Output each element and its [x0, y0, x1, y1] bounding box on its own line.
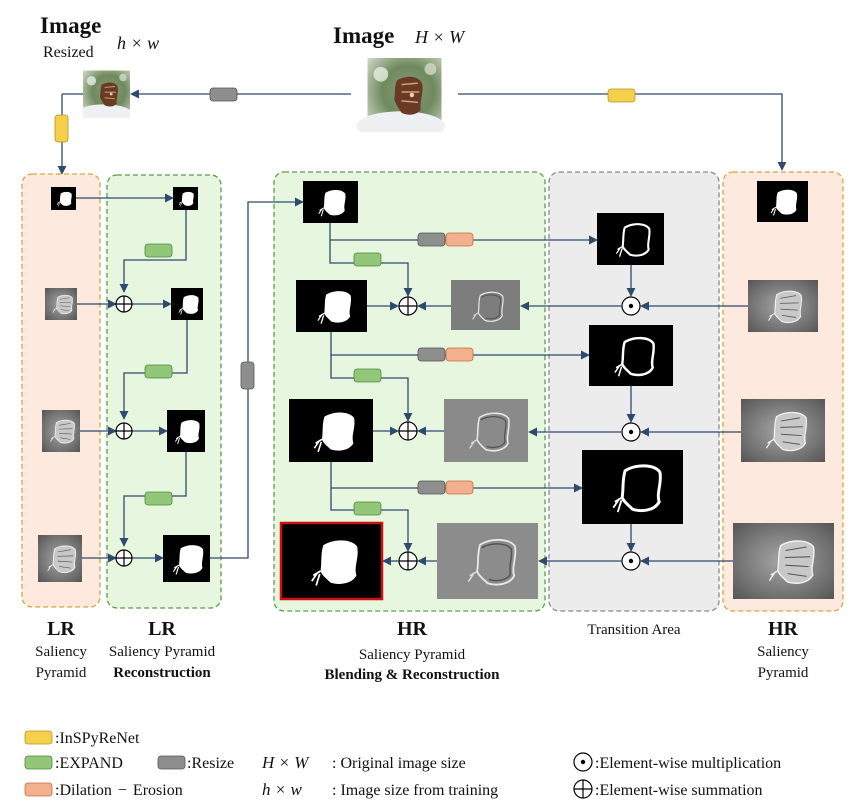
expand-box-hr-1	[353, 252, 382, 267]
legend-mult-label: :Element-wise multiplication	[595, 755, 781, 772]
label-lr-pyramid-heading: LR	[47, 618, 75, 640]
transition-map-2	[589, 325, 673, 386]
hr-laplacian-3	[437, 523, 538, 599]
resized-image-title: Image Resized h × w	[40, 13, 159, 61]
hr-pyramid-level-4	[733, 523, 834, 599]
lr-reconstruction-panel	[106, 174, 222, 609]
inspyrenet-op-box-lr	[54, 114, 69, 143]
full-image-size: H × W	[414, 27, 466, 47]
label-hr-blending: HR Saliency Pyramid Blending & Reconstru…	[324, 618, 500, 683]
lr-pyramid-level-4	[38, 535, 82, 582]
full-image-word: Image	[333, 23, 394, 48]
legend-inspyrenet-label: :InSPyReNet	[55, 730, 140, 747]
expand-box-lr-3	[144, 491, 173, 506]
hr-laplacian-1	[451, 280, 520, 330]
legend-dilation-text: :Dilation	[55, 782, 112, 799]
legend-orig-size-text: : Original image size	[332, 755, 466, 772]
legend-train-size-text: : Image size from training	[332, 782, 498, 799]
legend-resize-swatch	[157, 755, 186, 770]
legend-erosion-text: Erosion	[133, 782, 183, 799]
dilation-erosion-box-hr-1	[445, 232, 474, 247]
label-transition-line1: Transition Area	[587, 622, 681, 638]
full-image-title: Image H × W	[333, 23, 466, 48]
lr-recon-map-1	[173, 187, 198, 210]
hr-recon-map-3	[289, 399, 373, 462]
legend-expand-label: :EXPAND	[55, 755, 123, 772]
legend-inspyrenet-swatch	[24, 730, 53, 745]
sum-op-hr-2	[398, 421, 418, 441]
label-lr-recon-line2: Reconstruction	[113, 665, 211, 681]
mult-op-2	[621, 422, 641, 442]
resized-image-word: Image	[40, 13, 101, 38]
hr-pyramid-level-1	[757, 181, 808, 222]
lr-pyramid-level-1	[51, 187, 76, 210]
expand-box-lr-1	[144, 243, 173, 258]
legend-resize-label: :Resize	[187, 755, 234, 772]
label-lr-pyramid: LR Saliency Pyramid	[35, 618, 87, 681]
sum-op-hr-3	[398, 551, 418, 571]
full-input-image	[355, 58, 447, 132]
hr-final-map	[279, 521, 384, 601]
label-transition: Transition Area	[587, 622, 681, 638]
mult-op-3	[621, 551, 641, 571]
sum-op-lr-1	[115, 295, 133, 313]
sum-op-lr-3	[115, 549, 133, 567]
expand-box-lr-2	[144, 364, 173, 379]
lr-pyramid-level-2	[45, 288, 77, 320]
expand-box-hr-2	[353, 368, 382, 383]
resized-input-image	[83, 70, 130, 118]
mult-op-1	[621, 296, 641, 316]
label-hr-pyramid-heading: HR	[768, 618, 799, 640]
hr-pyramid-level-2	[748, 280, 818, 332]
inspyrenet-op-box-hr	[607, 88, 636, 103]
legend-mult-symbol	[573, 752, 593, 772]
resized-image-sub: Resized	[43, 44, 94, 61]
legend-expand-swatch	[24, 755, 53, 770]
label-hr-blending-line1: Saliency Pyramid	[359, 647, 466, 663]
legend-orig-size-symbol: H × W	[261, 753, 310, 772]
resize-op-box	[209, 87, 238, 102]
transition-map-3	[582, 450, 683, 524]
lr-pyramid-panel	[21, 173, 101, 608]
label-lr-pyramid-line1: Saliency	[35, 644, 87, 660]
label-lr-recon-heading: LR	[148, 618, 176, 640]
sum-op-lr-2	[115, 422, 133, 440]
lr-pyramid-level-3	[42, 410, 80, 452]
label-lr-reconstruction: LR Saliency Pyramid Reconstruction	[109, 618, 216, 681]
hr-laplacian-2	[444, 399, 528, 462]
resized-image-size: h × w	[117, 33, 159, 53]
legend-sum-symbol	[573, 779, 593, 799]
label-lr-recon-line1: Saliency Pyramid	[109, 644, 216, 660]
dilation-erosion-box-hr-3	[445, 480, 474, 495]
label-lr-pyramid-line2: Pyramid	[36, 665, 87, 681]
legend-minus-text: −	[118, 782, 127, 799]
label-hr-pyramid: HR Saliency Pyramid	[757, 618, 809, 681]
resize-box-hr-1	[417, 232, 446, 247]
resize-box-lr-to-hr	[240, 361, 255, 390]
lr-recon-map-4	[163, 535, 210, 582]
label-hr-blending-line2: Blending & Reconstruction	[324, 667, 500, 683]
expand-box-hr-3	[353, 501, 382, 516]
legend-sum-label: :Element-wise summation	[595, 782, 763, 799]
hr-inspyrenet-arrow	[458, 93, 787, 171]
hr-recon-map-1	[303, 181, 358, 223]
label-hr-pyramid-line1: Saliency	[757, 644, 809, 660]
sum-op-hr-1	[398, 296, 418, 316]
legend-dilation-swatch	[24, 782, 53, 797]
legend-dilation-erosion-label: :Dilation−Erosion	[55, 782, 183, 799]
hr-recon-map-2	[296, 280, 367, 332]
label-hr-blending-heading: HR	[397, 618, 428, 640]
legend: :InSPyReNet :EXPAND :Resize :Dilation−Er…	[24, 730, 781, 799]
lr-recon-map-3	[167, 410, 205, 452]
transition-map-1	[597, 213, 664, 265]
hr-pyramid-level-3	[741, 399, 825, 462]
lr-recon-map-2	[171, 288, 203, 320]
label-hr-pyramid-line2: Pyramid	[758, 665, 809, 681]
legend-train-size-symbol: h × w	[262, 780, 302, 799]
resize-box-hr-3	[417, 480, 446, 495]
dilation-erosion-box-hr-2	[445, 347, 474, 362]
resize-box-hr-2	[417, 347, 446, 362]
